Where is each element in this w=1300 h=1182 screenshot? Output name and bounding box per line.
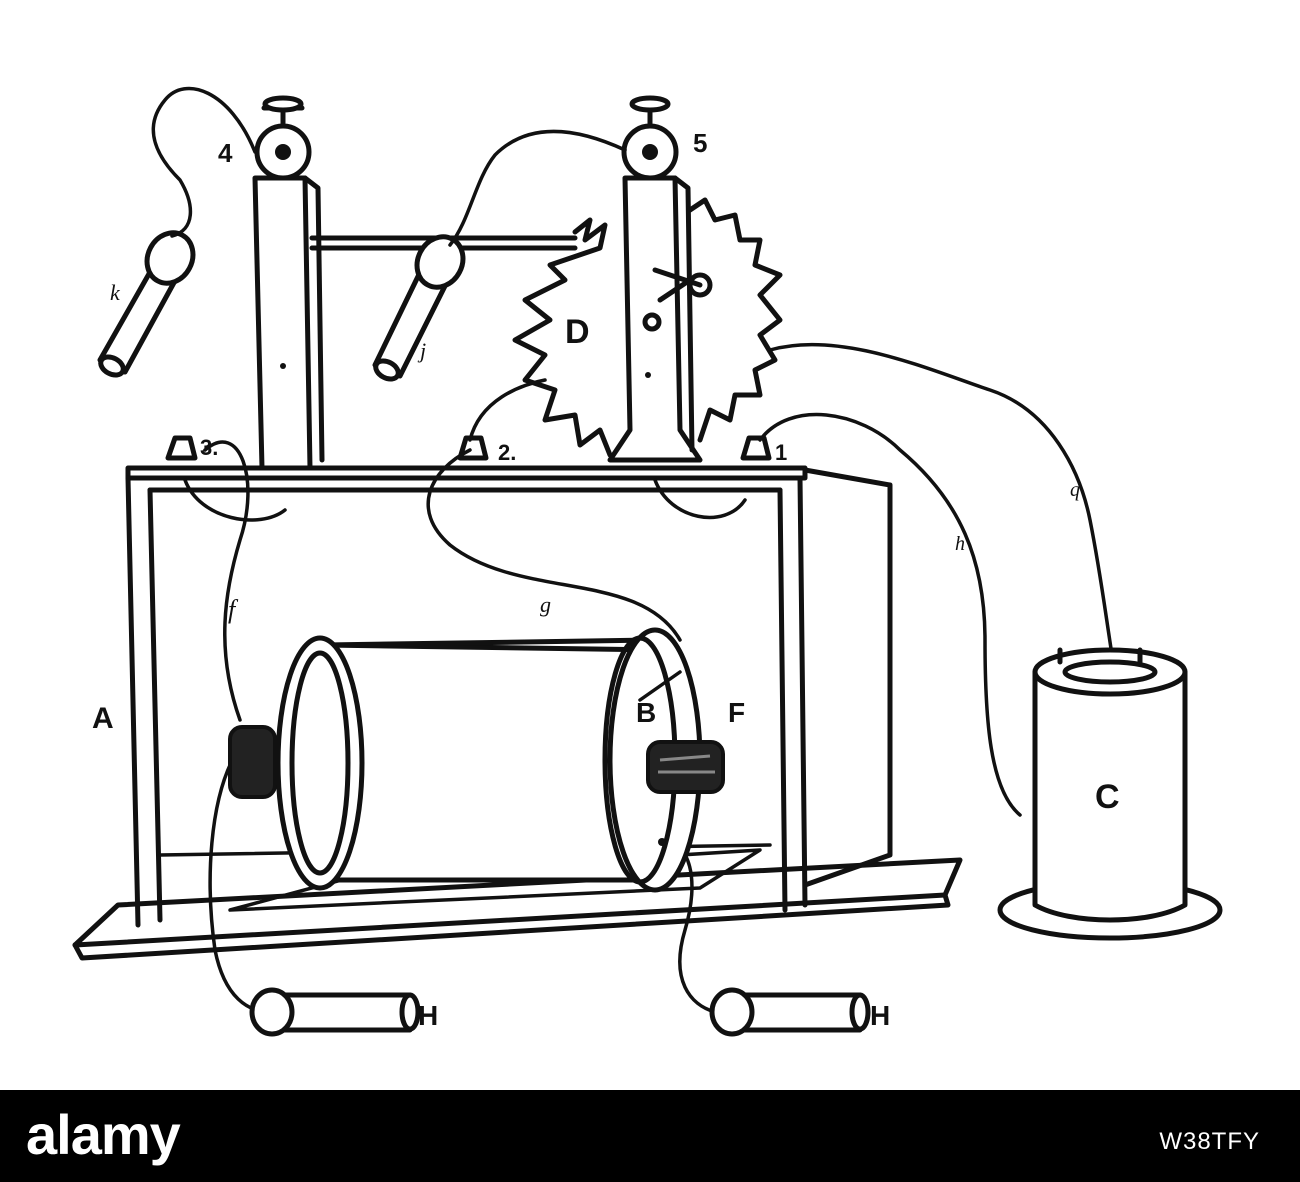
label-wire-h: h [955, 533, 965, 555]
stock-footer-bar: alamy W38TFY [0, 1090, 1300, 1182]
label-terminal-1: 1 [775, 440, 787, 465]
label-wire-g: g [540, 592, 551, 617]
label-terminal-2: 2. [498, 440, 516, 465]
electrode-k [97, 230, 196, 378]
label-binding-4: 4 [218, 138, 233, 168]
label-binding-5: 5 [693, 128, 707, 158]
frame [125, 465, 893, 928]
wires [151, 86, 1114, 1014]
iron-core-right [646, 740, 725, 794]
label-electrode-k: k [110, 280, 121, 305]
right-upright [607, 175, 703, 463]
label-jar: C [1095, 778, 1120, 816]
label-wire-f: f [228, 595, 239, 624]
label-handle-right: H [870, 1000, 890, 1031]
battery-cell [997, 647, 1223, 941]
label-wheel: D [565, 313, 590, 351]
handle-right [709, 987, 871, 1037]
label-electrode-j: j [417, 338, 426, 363]
toothed-wheel [512, 197, 783, 458]
iron-core-left [228, 725, 277, 799]
image-code: W38TFY [1159, 1128, 1260, 1155]
binding-post-5 [621, 95, 679, 181]
alamy-logo: alamy [26, 1103, 181, 1166]
terminal-1 [740, 435, 772, 461]
label-core: F [728, 697, 745, 728]
label-wire-q: q [1070, 479, 1080, 501]
label-terminal-3: 3. [200, 435, 218, 460]
left-upright [252, 175, 325, 471]
label-frame: A [92, 702, 114, 735]
induction-coil [275, 627, 703, 893]
terminal-3 [165, 435, 198, 461]
binding-post-4 [254, 95, 312, 181]
handle-left [249, 987, 421, 1037]
label-coil-end: B [636, 697, 656, 728]
electrical-apparatus-diagram: A B C D F H H 1 2. 3. 4 5 f g h q j k [72, 86, 1223, 1037]
label-handle-left: H [418, 1000, 438, 1031]
